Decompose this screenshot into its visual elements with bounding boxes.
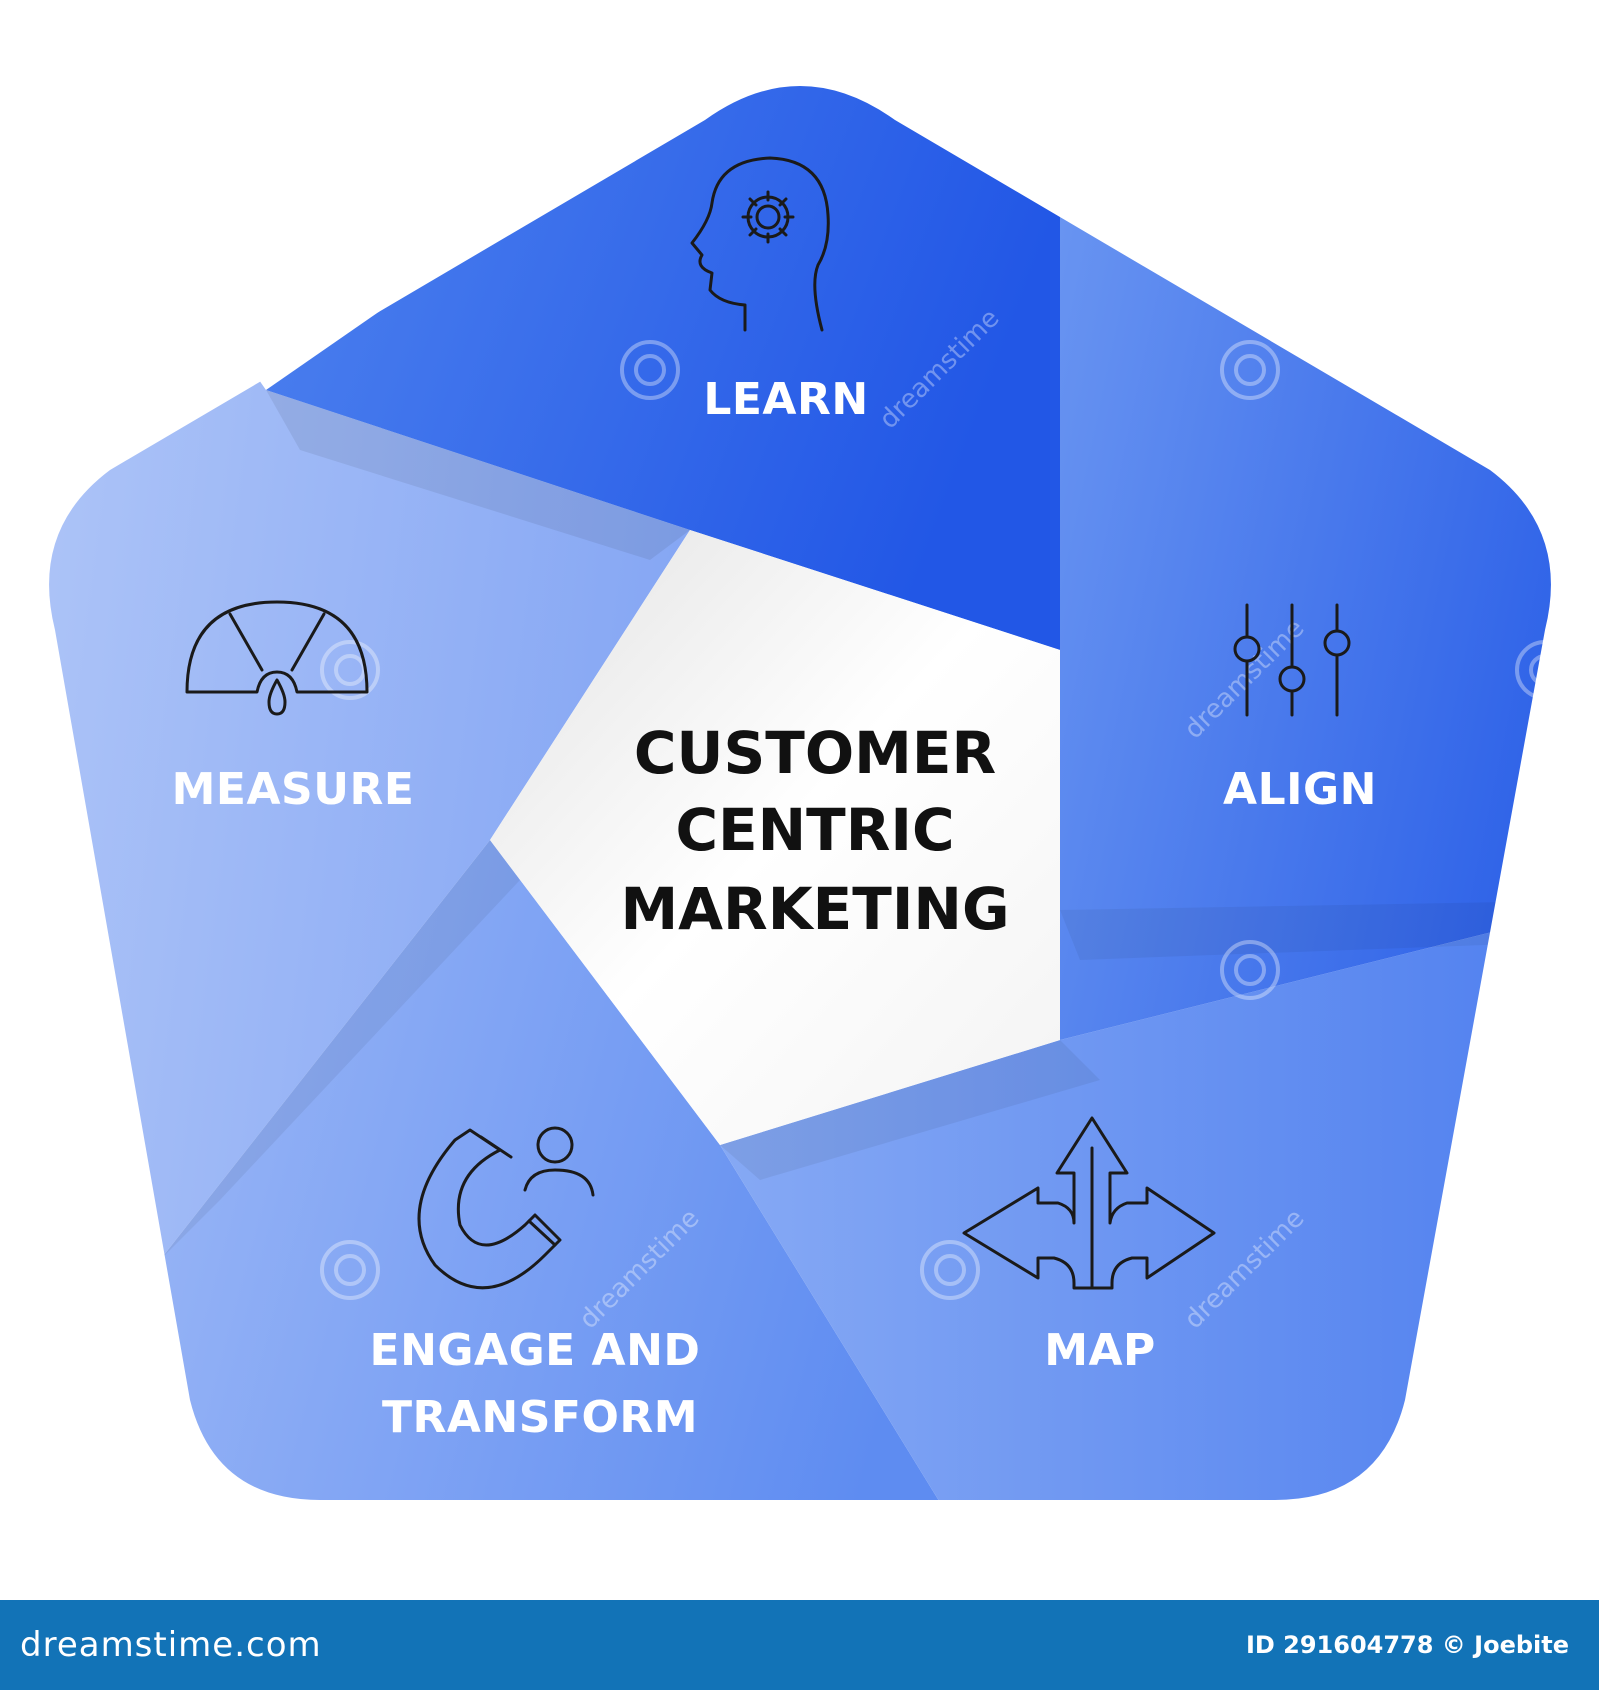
segment-label-align: ALIGN — [1223, 764, 1377, 815]
split-arrows-icon — [962, 1116, 1216, 1290]
head-gear-icon — [690, 156, 830, 332]
customer-centric-marketing-diagram: dreamstime dreamstime dreamstime dreamst… — [49, 86, 1551, 1500]
center-panel — [490, 530, 1060, 1145]
center-title-line3: MARKETING — [620, 875, 1009, 943]
gauge-icon — [185, 600, 369, 716]
segment-label-learn: LEARN — [703, 374, 868, 425]
footer-bar: dreamstime.com ID 291604778 © Joebite — [0, 1600, 1599, 1690]
footer-image-id: ID 291604778 © Joebite — [1245, 1631, 1569, 1659]
footer-brand[interactable]: dreamstime.com — [20, 1625, 322, 1665]
segment-label-measure: MEASURE — [172, 764, 415, 815]
center-title-line1: CUSTOMER — [634, 719, 996, 787]
segment-engage-transform — [49, 840, 1000, 1500]
segment-align — [1060, 86, 1551, 1040]
center-title-line2: CENTRIC — [675, 796, 954, 864]
sliders-icon — [1233, 603, 1351, 717]
segment-label-engage: ENGAGE AND — [370, 1325, 701, 1376]
segment-label-transform: TRANSFORM — [382, 1392, 698, 1443]
magnet-person-icon — [417, 1126, 595, 1290]
segment-learn — [266, 86, 1060, 650]
segment-label-map: MAP — [1044, 1325, 1156, 1376]
segment-map — [720, 900, 1551, 1500]
